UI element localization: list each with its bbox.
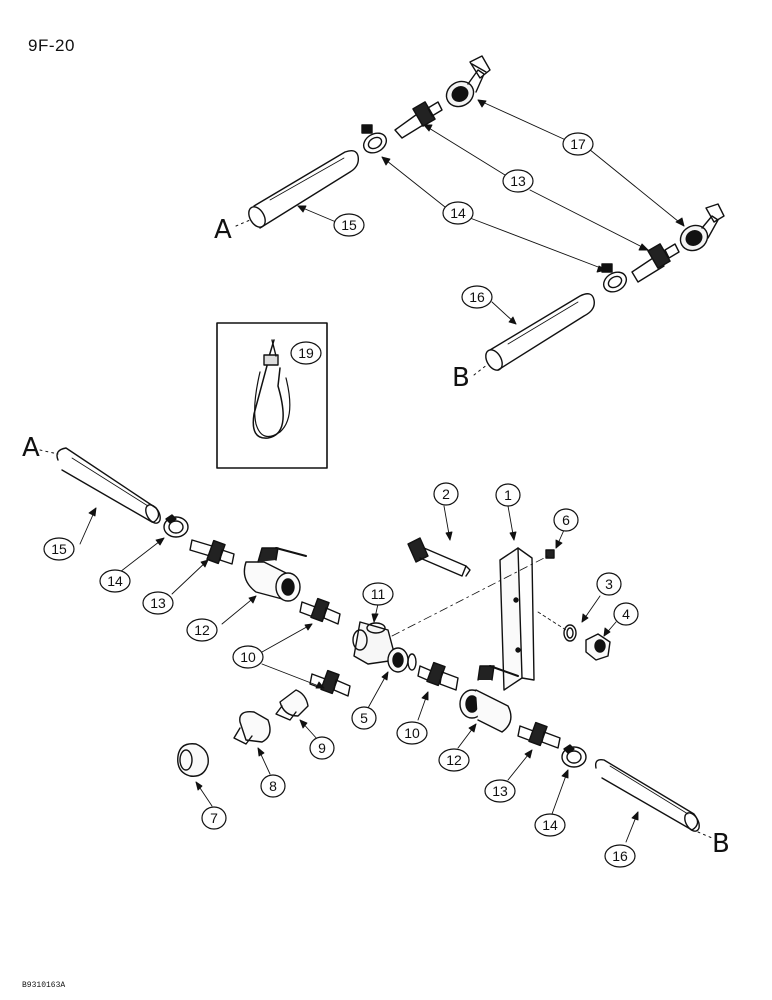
nut-6 <box>545 549 555 559</box>
fitting-10-right <box>417 661 459 691</box>
svg-text:1: 1 <box>504 487 512 503</box>
fitting-13-bottom-left <box>189 539 235 565</box>
hose-15-bottom <box>56 447 161 524</box>
callout-4: 4 <box>613 602 639 626</box>
connector-b-right: B <box>712 829 730 859</box>
connector-a-left: A <box>22 433 40 463</box>
callout-15-bottom: 15 <box>43 537 75 561</box>
svg-text:10: 10 <box>240 649 256 665</box>
svg-text:19: 19 <box>298 345 314 361</box>
hose-clamp-14-bottom-left <box>163 514 189 538</box>
connector-dotted-lines <box>39 219 713 839</box>
drawing-id: B9310163A <box>22 981 66 990</box>
callout-14-top: 14 <box>442 201 474 225</box>
callout-16-top: 16 <box>461 285 493 309</box>
callout-9: 9 <box>309 736 335 760</box>
svg-text:16: 16 <box>469 289 485 305</box>
hose-16-bottom <box>594 758 700 832</box>
callout-17: 17 <box>562 132 594 156</box>
bolt-axis <box>391 555 549 637</box>
svg-text:6: 6 <box>562 512 570 528</box>
svg-text:12: 12 <box>194 622 210 638</box>
svg-text:14: 14 <box>542 817 558 833</box>
callout-13-top: 13 <box>502 169 534 193</box>
callout-7: 7 <box>201 806 227 830</box>
hose-clamp-14-right <box>601 263 628 293</box>
washer-5 <box>407 653 417 671</box>
callout-5: 5 <box>351 706 377 730</box>
callout-10-left: 10 <box>232 645 264 669</box>
svg-text:15: 15 <box>51 541 67 557</box>
nut-4 <box>585 633 611 661</box>
svg-text:8: 8 <box>269 778 277 794</box>
callout-12-upper: 12 <box>186 618 218 642</box>
fitting-10-upper <box>299 597 341 625</box>
svg-text:7: 7 <box>210 810 218 826</box>
svg-text:10: 10 <box>404 725 420 741</box>
callout-13-bottom-right: 13 <box>484 779 516 803</box>
svg-text:16: 16 <box>612 848 628 864</box>
page-number: 9F-20 <box>28 36 75 55</box>
bolt-2 <box>407 537 471 577</box>
leader-lines-top <box>297 99 685 325</box>
callout-10-right: 10 <box>396 721 428 745</box>
svg-text:4: 4 <box>622 606 630 622</box>
svg-text:5: 5 <box>360 710 368 726</box>
callout-1: 1 <box>495 483 521 507</box>
fitting-13-top <box>394 101 443 139</box>
fitting-9 <box>275 689 309 721</box>
fitting-10-lower <box>309 669 351 697</box>
svg-text:13: 13 <box>510 173 526 189</box>
svg-text:12: 12 <box>446 752 462 768</box>
svg-text:15: 15 <box>341 217 357 233</box>
ball-valve-12-upper <box>243 547 307 602</box>
svg-text:3: 3 <box>605 576 613 592</box>
svg-text:14: 14 <box>450 205 466 221</box>
connector-b-top: B <box>452 363 470 393</box>
svg-text:9: 9 <box>318 740 326 756</box>
callout-13-bottom-left: 13 <box>142 591 174 615</box>
svg-text:17: 17 <box>570 136 586 152</box>
svg-text:11: 11 <box>371 586 386 602</box>
svg-text:13: 13 <box>492 783 508 799</box>
leader-lines-bottom <box>79 505 639 843</box>
lock-washer-3 <box>563 624 577 642</box>
callout-15-top: 15 <box>333 213 365 237</box>
elbow-17-top <box>445 55 491 108</box>
cable-tie-19-box <box>216 322 328 469</box>
fitting-13-right <box>631 243 680 283</box>
callout-11: 11 <box>362 582 394 606</box>
connector-a-top: A <box>214 215 232 245</box>
svg-text:13: 13 <box>150 595 166 611</box>
tee-fitting-11 <box>352 621 409 673</box>
callout-3: 3 <box>596 572 622 596</box>
hose-16-top <box>485 293 595 371</box>
fitting-13-bottom-right <box>517 721 561 749</box>
callout-12-lower: 12 <box>438 748 470 772</box>
hose-clamp-14-bottom-right <box>561 744 587 768</box>
callout-2: 2 <box>433 482 459 506</box>
cap-7 <box>177 743 209 777</box>
callout-6: 6 <box>553 508 579 532</box>
hose-15-top <box>248 149 360 229</box>
bracket-1 <box>499 547 535 691</box>
bolt-axis-2 <box>537 611 567 631</box>
svg-text:14: 14 <box>107 573 123 589</box>
ball-valve-12-lower <box>459 665 519 733</box>
callout-14-bottom-right: 14 <box>534 813 566 837</box>
elbow-17-right <box>679 203 725 252</box>
callout-14-bottom-left: 14 <box>99 569 131 593</box>
fitting-8 <box>233 711 271 745</box>
callout-16-bottom: 16 <box>604 844 636 868</box>
svg-text:2: 2 <box>442 486 450 502</box>
hose-clamp-14-top <box>361 124 388 154</box>
callout-8: 8 <box>260 774 286 798</box>
callout-19: 19 <box>290 341 322 365</box>
